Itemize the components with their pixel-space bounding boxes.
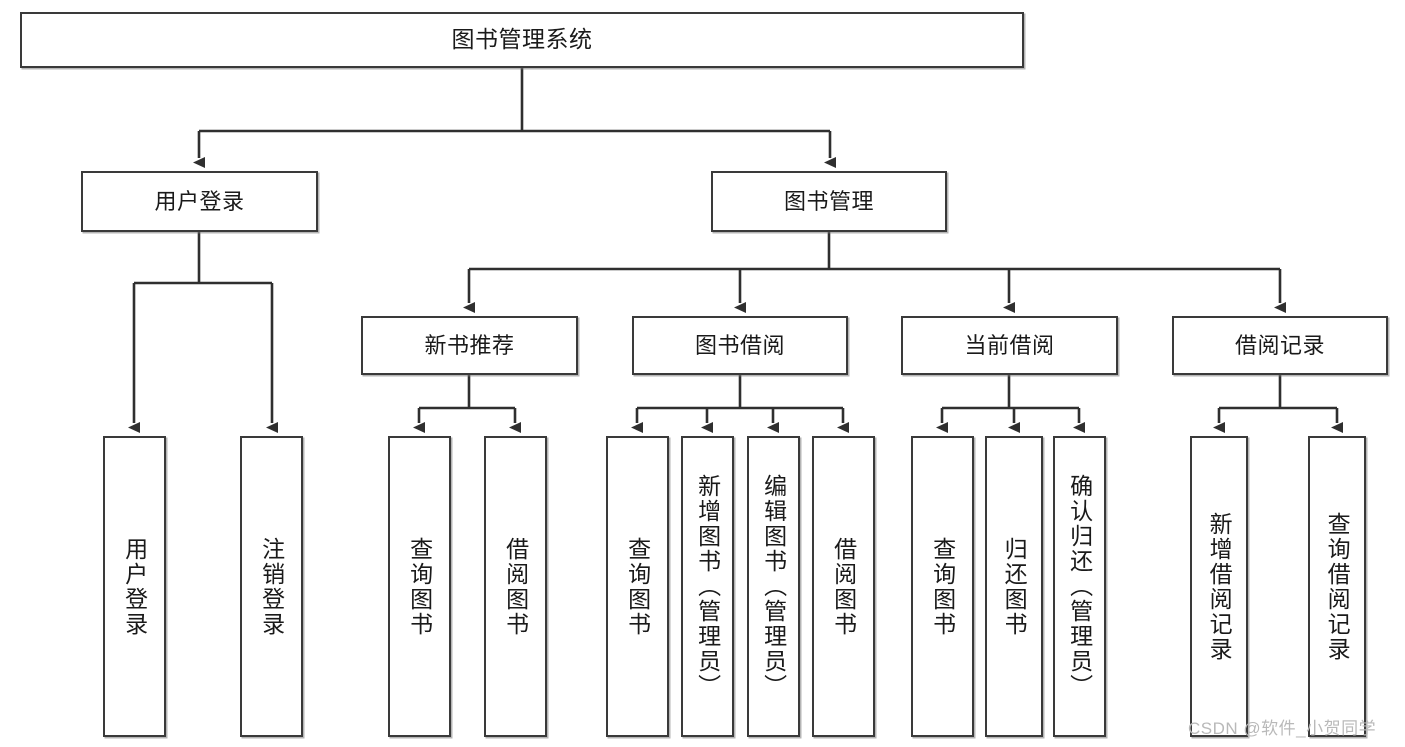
node-label: 确认归还（管理员） (1066, 474, 1093, 699)
node-leaf-query-borrow-record[interactable]: 查询借阅记录 (1308, 436, 1366, 737)
node-label: 新书推荐 (424, 332, 515, 358)
node-leaf-user-login[interactable]: 用户登录 (103, 436, 166, 737)
node-label: 借阅记录 (1234, 332, 1325, 358)
node-label: 借阅图书 (502, 536, 529, 637)
node-user-login[interactable]: 用户登录 (81, 171, 318, 232)
node-label: 查询借阅记录 (1324, 511, 1351, 662)
node-label: 新增图书（管理员） (694, 474, 721, 699)
node-label: 注销登录 (258, 536, 285, 637)
node-label: 图书管理系统 (451, 26, 593, 53)
node-book-borrow[interactable]: 图书借阅 (632, 316, 848, 375)
node-label: 查询图书 (406, 536, 433, 637)
node-leaf-query-book-2[interactable]: 查询图书 (606, 436, 669, 737)
node-label: 查询图书 (624, 536, 651, 637)
node-leaf-query-book-1[interactable]: 查询图书 (388, 436, 451, 737)
node-borrow-record[interactable]: 借阅记录 (1172, 316, 1388, 375)
node-leaf-borrow-book-1[interactable]: 借阅图书 (484, 436, 547, 737)
node-label: 编辑图书（管理员） (760, 474, 787, 699)
node-label: 当前借阅 (964, 332, 1055, 358)
node-leaf-borrow-book-2[interactable]: 借阅图书 (812, 436, 875, 737)
node-leaf-edit-book-admin[interactable]: 编辑图书（管理员） (747, 436, 800, 737)
node-label: 查询图书 (929, 536, 956, 637)
node-leaf-query-book-3[interactable]: 查询图书 (911, 436, 974, 737)
node-leaf-add-borrow-record[interactable]: 新增借阅记录 (1190, 436, 1248, 737)
node-label: 新增借阅记录 (1206, 511, 1233, 662)
node-new-book-recommend[interactable]: 新书推荐 (361, 316, 578, 375)
node-label: 归还图书 (1001, 536, 1028, 637)
node-leaf-return-book[interactable]: 归还图书 (985, 436, 1043, 737)
node-book-manage[interactable]: 图书管理 (711, 171, 947, 232)
node-leaf-logout-login[interactable]: 注销登录 (240, 436, 303, 737)
csdn-watermark: CSDN @软件_小贺同学 (1188, 719, 1377, 738)
node-current-borrow[interactable]: 当前借阅 (901, 316, 1118, 375)
node-label: 用户登录 (154, 188, 245, 214)
node-label: 图书管理 (783, 188, 874, 214)
node-label: 用户登录 (121, 536, 148, 637)
node-label: 图书借阅 (694, 332, 785, 358)
node-leaf-confirm-return-admin[interactable]: 确认归还（管理员） (1053, 436, 1106, 737)
node-leaf-add-book-admin[interactable]: 新增图书（管理员） (681, 436, 734, 737)
node-label: 借阅图书 (830, 536, 857, 637)
node-root-system[interactable]: 图书管理系统 (20, 12, 1024, 68)
